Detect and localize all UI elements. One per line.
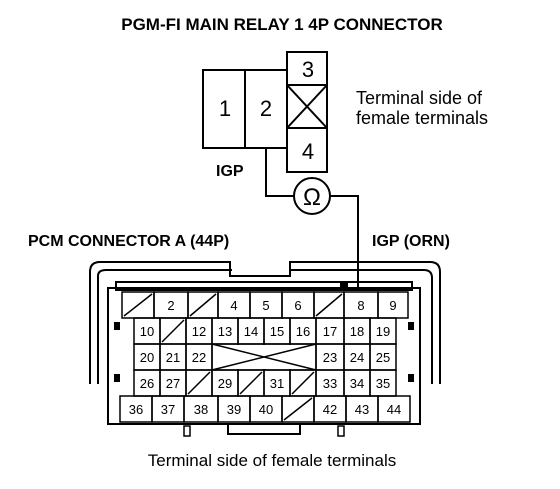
pin-cell [377,395,411,423]
pcm-connector-housing [89,261,441,435]
pin-23: 23 [323,350,337,365]
bottom-note: Terminal side of female terminals [148,451,396,470]
pin-26: 26 [140,376,154,391]
pin-40: 40 [259,402,273,417]
grid-line [123,293,153,317]
diagram-title: PGM-FI MAIN RELAY 1 4P CONNECTOR [121,15,442,34]
pcm-connector-label: PCM CONNECTOR A (44P) [28,233,229,250]
pin-12: 12 [192,324,206,339]
pin-19: 19 [376,324,390,339]
grid-line [239,371,263,395]
pin-5: 5 [262,298,269,313]
pin-22: 22 [192,350,206,365]
pin-14: 14 [244,324,258,339]
pin-43: 43 [355,402,369,417]
pin-42: 42 [323,402,337,417]
main-relay-connector [202,51,328,173]
pin-20: 20 [140,350,154,365]
relay-terminal-1: 1 [219,96,231,121]
grid-line [211,343,317,371]
pin-21: 21 [166,350,180,365]
pin-24: 24 [350,350,364,365]
grid-line [189,293,217,317]
pin-17: 17 [323,324,337,339]
pin-10: 10 [140,324,154,339]
pin-35: 35 [376,376,390,391]
grid-line [315,293,343,317]
pin-38: 38 [194,402,208,417]
grid-line [283,397,313,421]
relay-side-note-line2: female terminals [356,108,488,128]
pin-15: 15 [270,324,284,339]
pin-39: 39 [227,402,241,417]
pin-31: 31 [270,376,284,391]
pin-2: 2 [167,298,174,313]
grid-line [161,319,185,343]
pin-29: 29 [218,376,232,391]
pin-8: 8 [357,298,364,313]
ohm-symbol: Ω [303,184,321,211]
pin-34: 34 [350,376,364,391]
pin-27: 27 [166,376,180,391]
pin-4: 4 [230,298,237,313]
grid-line [291,371,315,395]
pin-33: 33 [323,376,337,391]
relay-terminal-3: 3 [302,57,314,82]
pin-25: 25 [376,350,390,365]
pin-44: 44 [387,402,401,417]
pcm-connector-tabs [114,282,414,382]
igp-label: IGP [216,163,244,180]
grid-line [187,371,211,395]
pin-36: 36 [129,402,143,417]
ohmmeter-wiring [265,148,359,290]
pcm-connector-pegs [183,425,345,437]
pin-18: 18 [350,324,364,339]
igp-orn-label: IGP (ORN) [372,233,450,250]
relay-side-note-line1: Terminal side of [356,88,483,108]
relay-terminal-4: 4 [302,139,314,164]
pin-13: 13 [218,324,232,339]
pin-37: 37 [161,402,175,417]
pin-16: 16 [296,324,310,339]
pin-9: 9 [389,298,396,313]
pin-6: 6 [294,298,301,313]
relay-terminal-2: 2 [260,96,272,121]
